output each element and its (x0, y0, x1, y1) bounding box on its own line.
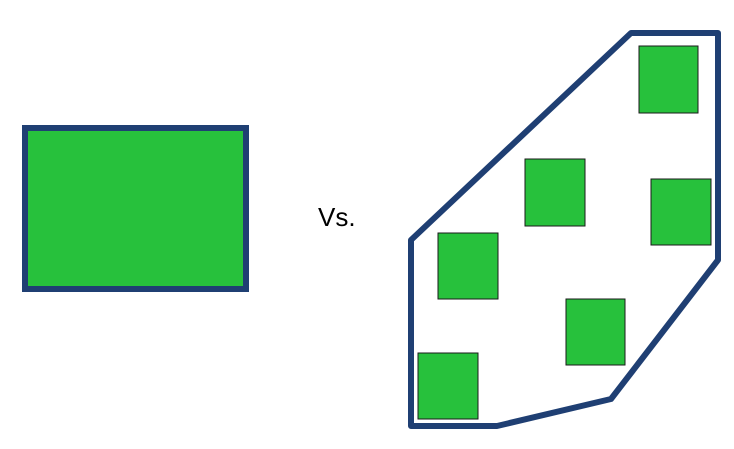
scattered-square-bottom-left (417, 352, 479, 420)
irregular-region-outline (408, 30, 721, 429)
versus-label: Vs. (318, 202, 356, 232)
solid-block-rectangle (22, 125, 249, 292)
scattered-square-right (650, 178, 712, 246)
scattered-square-middle (524, 158, 586, 227)
scattered-square-left (437, 232, 499, 300)
scattered-square-top-right (638, 45, 699, 114)
scattered-square-lower-middle (565, 298, 626, 366)
